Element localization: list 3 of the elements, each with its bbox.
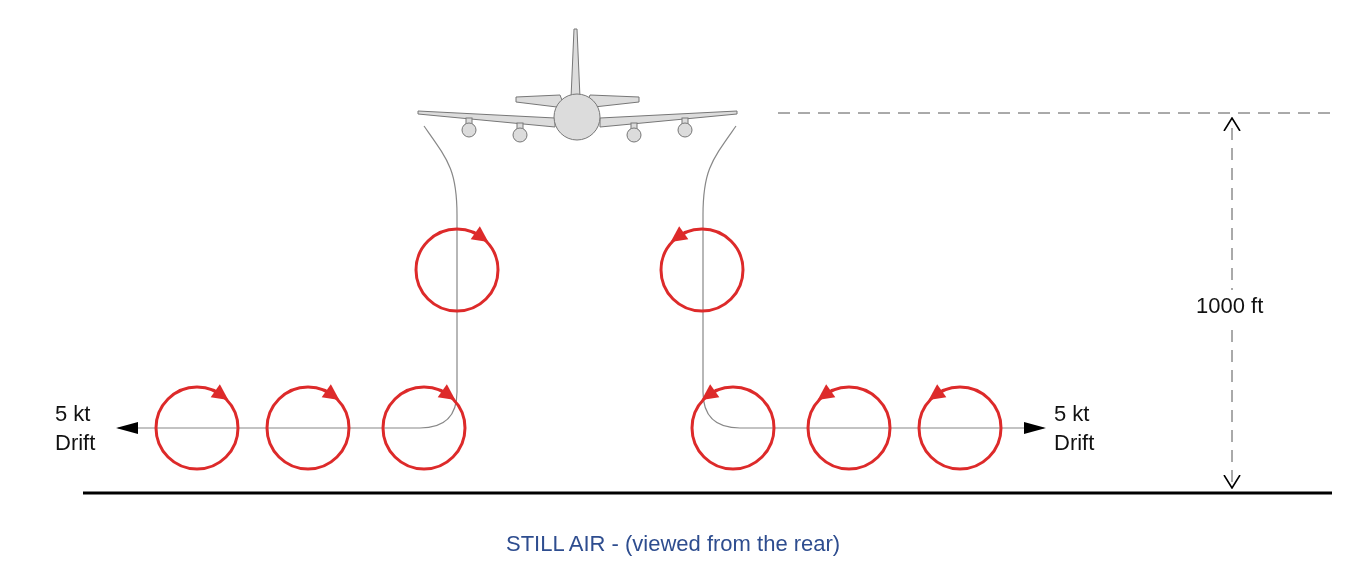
drift-label: 5 kt Drift [1054,400,1096,457]
drift-label: 5 kt Drift [55,400,97,457]
caption: STILL AIR - (viewed from the rear) [506,530,841,558]
